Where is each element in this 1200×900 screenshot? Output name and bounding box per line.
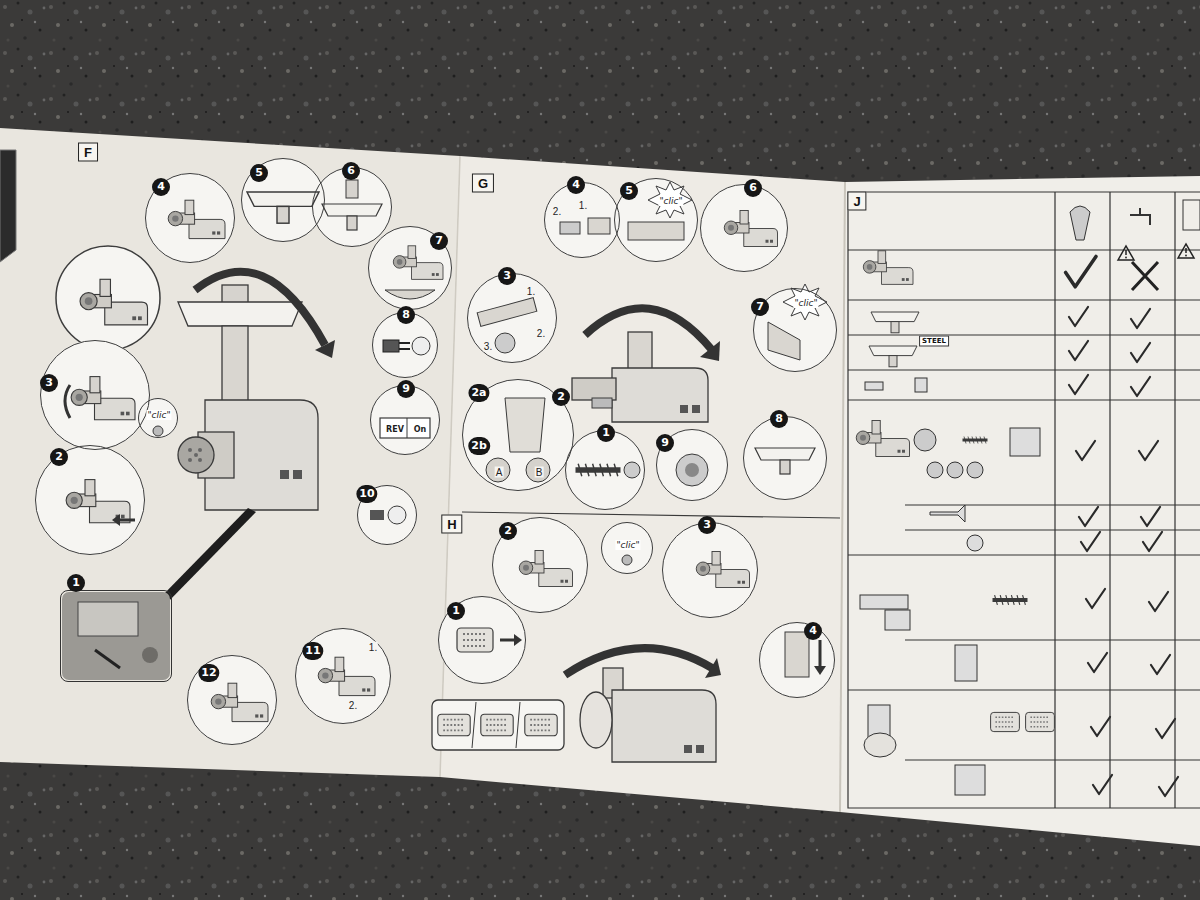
step-mark: 2.: [348, 700, 358, 711]
step-circle: 2: [492, 517, 588, 613]
callout-number: 4: [152, 178, 170, 196]
step-circle: 3: [40, 340, 150, 450]
step-circle: 9REVOn: [370, 385, 440, 455]
step-circle: 9: [656, 429, 728, 501]
callout-number: 1: [67, 574, 85, 592]
callout-number: 8: [770, 410, 788, 428]
step-circle: 6: [312, 167, 392, 247]
step-circle: 5 "clic": [614, 178, 698, 262]
step-mark: 3.: [483, 341, 493, 352]
callout-number: 6: [744, 179, 762, 197]
section-panel: J: [845, 188, 1195, 810]
click-circle: "clic": [601, 522, 653, 574]
click-label: "clic": [146, 410, 171, 420]
step-inset: 1: [60, 590, 172, 682]
callout-number: 2: [552, 388, 570, 406]
step-circle: 7: [368, 226, 452, 310]
callout-number: 12: [198, 664, 219, 682]
callout-number: 7: [751, 298, 769, 316]
click-label: "clic": [615, 540, 640, 550]
step-circle: 42.1.: [544, 182, 620, 258]
material-label: STEEL: [919, 336, 949, 347]
step-mark: 2.: [552, 206, 562, 217]
callout-number: 10: [356, 485, 377, 503]
section-panel: G 1 2 2a 2bA B 3 1. 2. 3. 4 2. 1. 5 "clic" 6 7 "clic" 8 9: [458, 165, 840, 510]
step-circle: 1: [565, 430, 645, 510]
step-circle: 31.2.3.: [467, 273, 557, 363]
callout-number: 1: [597, 424, 615, 442]
callout-number: 4: [567, 176, 585, 194]
callout-number: 9: [656, 434, 674, 452]
step-circle: 4: [759, 622, 835, 698]
click-label: "clic": [793, 298, 818, 308]
callout-number: 3: [698, 516, 716, 534]
callout-number: 2: [50, 448, 68, 466]
step-circle: 8: [743, 416, 827, 500]
step-circle: 1: [438, 596, 526, 684]
section-panel: H 1 "clic" 2 3 4: [435, 512, 840, 790]
click-label: "clic": [658, 196, 683, 206]
click-circle: "clic": [138, 398, 178, 438]
section-letter: J: [847, 192, 866, 211]
step-mark: 1.: [368, 642, 378, 653]
switch-label: REV: [385, 425, 405, 434]
callout-number: 3: [40, 374, 58, 392]
step-circle: 4: [145, 173, 235, 263]
callout-number: 9: [397, 380, 415, 398]
step-circle: 12: [187, 655, 277, 745]
callout-number: 7: [430, 232, 448, 250]
step-circle: 10: [357, 485, 417, 545]
step-mark: B: [535, 467, 544, 478]
callout-number: 6: [342, 162, 360, 180]
step-circle: 11 1. 2.: [295, 628, 391, 724]
step-mark: 2.: [536, 328, 546, 339]
callout-number: 5: [620, 182, 638, 200]
step-mark: 1.: [578, 200, 588, 211]
step-circle: 8: [372, 312, 438, 378]
callout-number: 2: [499, 522, 517, 540]
callout-number: 5: [250, 164, 268, 182]
step-circle: 3: [662, 522, 758, 618]
callout-number: 1: [447, 602, 465, 620]
callout-number: 8: [397, 306, 415, 324]
step-mark: A: [495, 467, 504, 478]
step-circle: 7 "clic": [753, 288, 837, 372]
callout-number: 2b: [468, 437, 490, 455]
callout-number: 4: [804, 622, 822, 640]
callout-number: 3: [498, 267, 516, 285]
callout-number: 2a: [468, 384, 489, 402]
step-circle: 2: [35, 445, 145, 555]
callout-number: 11: [302, 642, 323, 660]
section-panel: F123"clic"456789REVOn10111.2.12: [5, 135, 458, 770]
switch-label: On: [413, 425, 428, 434]
step-mark: 1.: [526, 286, 536, 297]
step-circle: 6: [700, 184, 788, 272]
section-letter: G: [472, 174, 494, 193]
section-letter: F: [78, 143, 98, 162]
step-circle: 2 2a 2bA B: [462, 379, 574, 491]
section-letter: H: [441, 515, 462, 534]
